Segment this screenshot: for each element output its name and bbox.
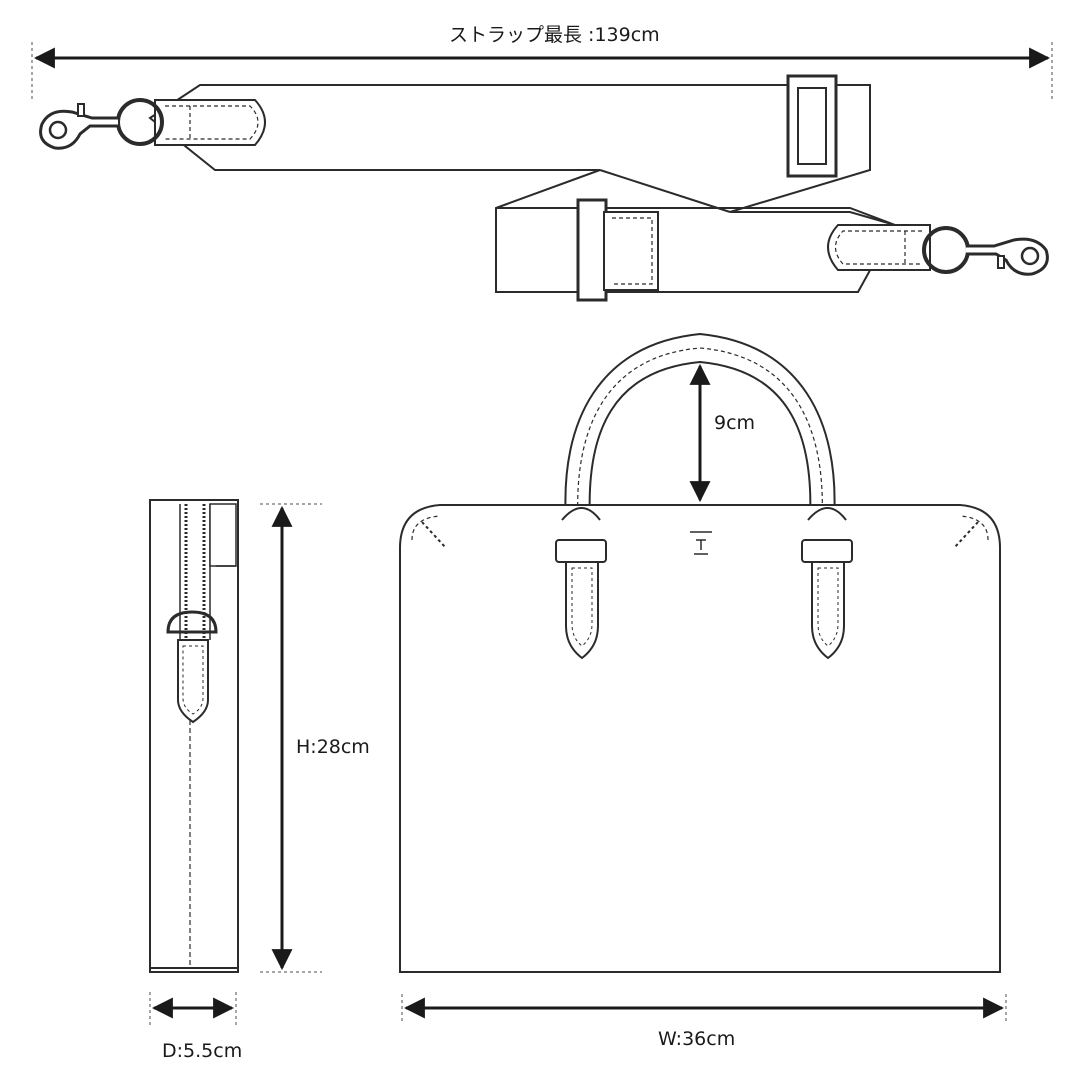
depth-label: D:5.5cm xyxy=(162,1040,243,1062)
strap-length-label: ストラップ最長 :139cm xyxy=(449,24,660,46)
width-label: W:36cm xyxy=(658,1028,736,1050)
depth-dimension xyxy=(149,992,237,1026)
front-view xyxy=(399,332,1001,973)
height-dimension xyxy=(260,503,322,973)
handle-drop-label: 9cm xyxy=(714,412,756,434)
side-view xyxy=(149,499,239,973)
height-label: H:28cm xyxy=(296,736,370,758)
strap-length-dimension xyxy=(31,42,1053,100)
shoulder-strap xyxy=(39,74,1049,302)
width-dimension xyxy=(401,994,1007,1024)
